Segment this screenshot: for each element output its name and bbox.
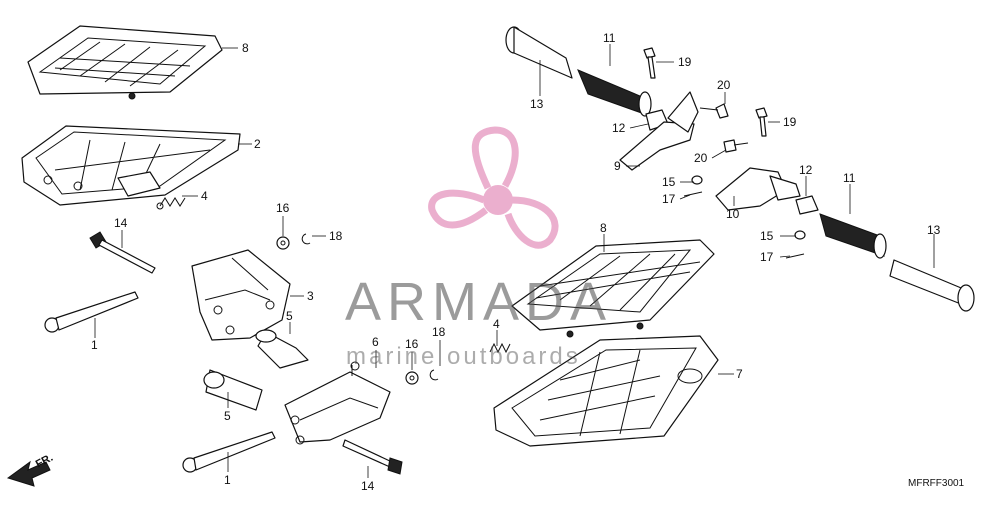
callout-5: 5 — [224, 409, 231, 423]
callout-3: 3 — [307, 289, 314, 303]
diagram-code: MFRFF3001 — [908, 478, 965, 489]
callout-6: 6 — [372, 335, 379, 349]
peg-cover-13-top — [505, 26, 573, 79]
callout-18: 18 — [329, 229, 343, 243]
callout-17: 17 — [662, 192, 676, 206]
callout-2: 2 — [254, 137, 261, 151]
callout-18: 18 — [432, 325, 446, 339]
callout-14: 14 — [114, 216, 128, 230]
roller-5-top — [255, 329, 309, 369]
callout-8: 8 — [600, 221, 607, 235]
peg-cover-13-right — [889, 259, 975, 312]
callout-4: 4 — [493, 317, 500, 331]
callout-9: 9 — [614, 159, 621, 173]
spring-left — [156, 197, 186, 210]
peg-bracket-9 — [619, 91, 699, 171]
bracket-6 — [284, 361, 391, 445]
callout-15: 15 — [760, 229, 774, 243]
callout-8: 8 — [242, 41, 249, 55]
watermark-tagline: marine outboards — [346, 343, 581, 370]
callout-19: 19 — [783, 115, 797, 129]
callout-5: 5 — [286, 309, 293, 323]
watermark-brand: ARMADA — [345, 272, 612, 332]
roller-5-bottom — [203, 369, 263, 411]
bolt-19-top — [643, 47, 656, 79]
pin-1-bottom — [182, 431, 276, 473]
bracket-3 — [191, 249, 291, 341]
callout-13: 13 — [927, 223, 941, 237]
peg-rubber-11-right — [819, 213, 887, 259]
callout-4: 4 — [201, 189, 208, 203]
peg-rubber-11-top — [577, 69, 652, 117]
callout-20: 20 — [717, 78, 731, 92]
bolt-20-top — [699, 103, 729, 119]
watermark-logo — [428, 126, 559, 249]
washer-clip-middle — [405, 369, 439, 385]
leader-lines — [94, 44, 935, 478]
washer-pin-right — [683, 175, 806, 259]
callout-14: 14 — [361, 479, 375, 493]
callout-11: 11 — [843, 171, 856, 185]
callout-1: 1 — [91, 338, 98, 352]
callout-10: 10 — [726, 207, 740, 221]
callout-20: 20 — [694, 151, 708, 165]
bolt-14-bottom — [342, 439, 403, 475]
callout-16: 16 — [405, 337, 419, 351]
peg-bracket-10 — [715, 167, 801, 211]
front-arrow — [6, 460, 51, 487]
plate-12-right — [795, 195, 819, 215]
footboard-base-right — [493, 335, 719, 447]
footboard-base-left — [21, 125, 241, 206]
callout-12: 12 — [799, 163, 813, 177]
front-arrow-label: FR. — [34, 452, 55, 471]
callout-12: 12 — [612, 121, 626, 135]
washer-clip-left-top — [276, 233, 311, 250]
bolt-20-right — [723, 139, 749, 153]
spring-middle — [489, 342, 511, 354]
callout-labels: 8 2 4 16 18 14 3 5 1 6 16 18 4 5 1 14 11… — [91, 31, 941, 493]
pin-1-left — [44, 291, 139, 333]
footboard-top-left — [27, 25, 223, 100]
callout-17: 17 — [760, 250, 774, 264]
callout-15: 15 — [662, 175, 676, 189]
callout-16: 16 — [276, 201, 290, 215]
bolt-14-left — [89, 231, 156, 274]
callout-1: 1 — [224, 473, 231, 487]
callout-19: 19 — [678, 55, 692, 69]
footboard-top-right — [511, 239, 715, 338]
callout-13: 13 — [530, 97, 544, 111]
bolt-19-right — [755, 107, 768, 137]
callout-11: 11 — [603, 31, 616, 45]
callout-7: 7 — [736, 367, 743, 381]
